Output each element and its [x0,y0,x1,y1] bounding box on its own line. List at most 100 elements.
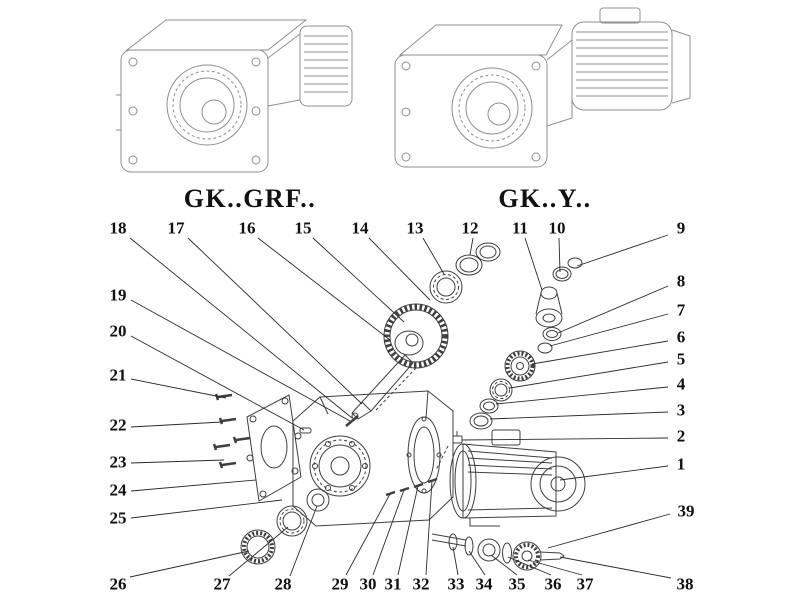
callout-leader-line-37 [527,559,583,576]
callout-leader-line-5 [509,361,669,389]
callout-leader-line-10 [558,237,561,273]
callout-leader-line-36 [507,556,552,576]
callout-label-31: 31 [385,575,402,594]
callout-label-30: 30 [360,575,377,594]
callout-leader-line-32 [425,480,433,576]
callout-leader-line-27 [228,526,289,577]
callout-leader-line-19 [130,299,351,422]
callout-label-2: 2 [677,427,686,446]
callout-leader-line-28 [289,505,318,577]
callout-leader-line-11 [524,237,543,291]
callout-label-9: 9 [677,219,686,238]
callout-leader-line-1 [559,465,669,481]
callout-label-3: 3 [677,401,686,420]
callout-label-17: 17 [168,219,186,238]
callout-label-35: 35 [509,575,526,594]
gearbox-drawing-grf [116,19,353,173]
callout-label-36: 36 [545,575,562,594]
callout-leader-line-25 [130,499,283,519]
part-bevel-pinion [535,286,563,328]
callout-label-25: 25 [110,509,127,528]
callout-leader-line-12 [469,237,474,256]
terminal-box [599,7,641,24]
gear-bore-circle [166,64,248,146]
callout-label-5: 5 [677,350,686,369]
callout-label-28: 28 [275,575,292,594]
part-pinion-gear [504,350,536,382]
part-output-shaft-assembly [431,533,565,571]
callout-label-15: 15 [295,219,312,238]
part-upper-bearing [429,270,463,304]
part-motor [449,429,586,527]
callout-leader-line-21 [130,378,227,399]
callout-label-12: 12 [462,219,479,238]
callout-leader-line-15 [312,237,405,323]
part-mid-bearing [469,378,513,430]
callout-label-1: 1 [677,455,686,474]
callout-leader-line-6 [531,340,669,365]
part-stud-and-dowel [299,415,359,434]
callout-leader-line-33 [452,546,459,576]
callout-leader-line-18 [129,237,353,419]
fan-cover-fins [299,25,353,107]
part-washer-stack [537,327,562,354]
callout-label-11: 11 [512,219,528,238]
callout-leader-line-39 [547,513,671,549]
callout-label-29: 29 [332,575,349,594]
part-flange-bolts [212,393,251,469]
callout-label-38: 38 [677,575,694,594]
callout-label-22: 22 [110,416,127,435]
callout-label-18: 18 [110,219,127,238]
part-retaining-rings [455,242,501,276]
callout-leader-line-17 [187,237,363,405]
callout-label-32: 32 [413,575,430,594]
part-main-housing [292,390,454,527]
callout-leader-line-4 [495,386,669,405]
callout-label-10: 10 [549,219,566,238]
callout-leader-line-26 [129,550,250,578]
callout-label-16: 16 [239,219,256,238]
callout-leader-line-9 [576,234,669,267]
callout-leader-line-3 [489,411,669,420]
part-mounting-flange [246,394,302,502]
callout-label-23: 23 [110,453,127,472]
callout-leader-line-14 [368,237,431,301]
model-label-grf: GK..GRF.. [184,184,316,213]
part-input-shaft [351,354,417,420]
callout-leader-line-35 [490,554,518,576]
callout-label-34: 34 [476,575,494,594]
part-vent-plug [452,431,463,444]
callout-leader-line-29 [345,493,391,576]
callout-label-14: 14 [352,219,370,238]
gear-bore-circle [451,67,533,149]
part-small-rings-top [552,257,583,282]
part-motor-fasteners [385,445,449,497]
callout-leader-line-2 [461,437,669,441]
callout-label-8: 8 [677,272,686,291]
callout-leader-line-34 [468,550,486,576]
part-output-seals [240,488,330,565]
part-large-gear [383,303,449,369]
callout-leader-line-8 [557,285,669,334]
callout-label-20: 20 [110,322,127,341]
callout-label-37: 37 [577,575,595,594]
callout-leader-line-38 [559,556,672,579]
model-label-y: GK..Y.. [498,184,591,213]
motor-body [571,21,673,111]
callout-label-4: 4 [677,375,686,394]
callout-label-7: 7 [677,301,686,320]
terminal-box [491,429,521,446]
callout-label-39: 39 [678,502,695,521]
callout-label-26: 26 [110,575,127,594]
callout-leader-line-30 [372,489,405,576]
callout-leader-line-31 [397,485,419,576]
callout-label-33: 33 [448,575,465,594]
callout-label-19: 19 [110,286,127,305]
callout-leader-line-24 [130,479,257,492]
callout-label-6: 6 [677,328,686,347]
callout-label-24: 24 [110,481,128,500]
callout-label-13: 13 [407,219,424,238]
